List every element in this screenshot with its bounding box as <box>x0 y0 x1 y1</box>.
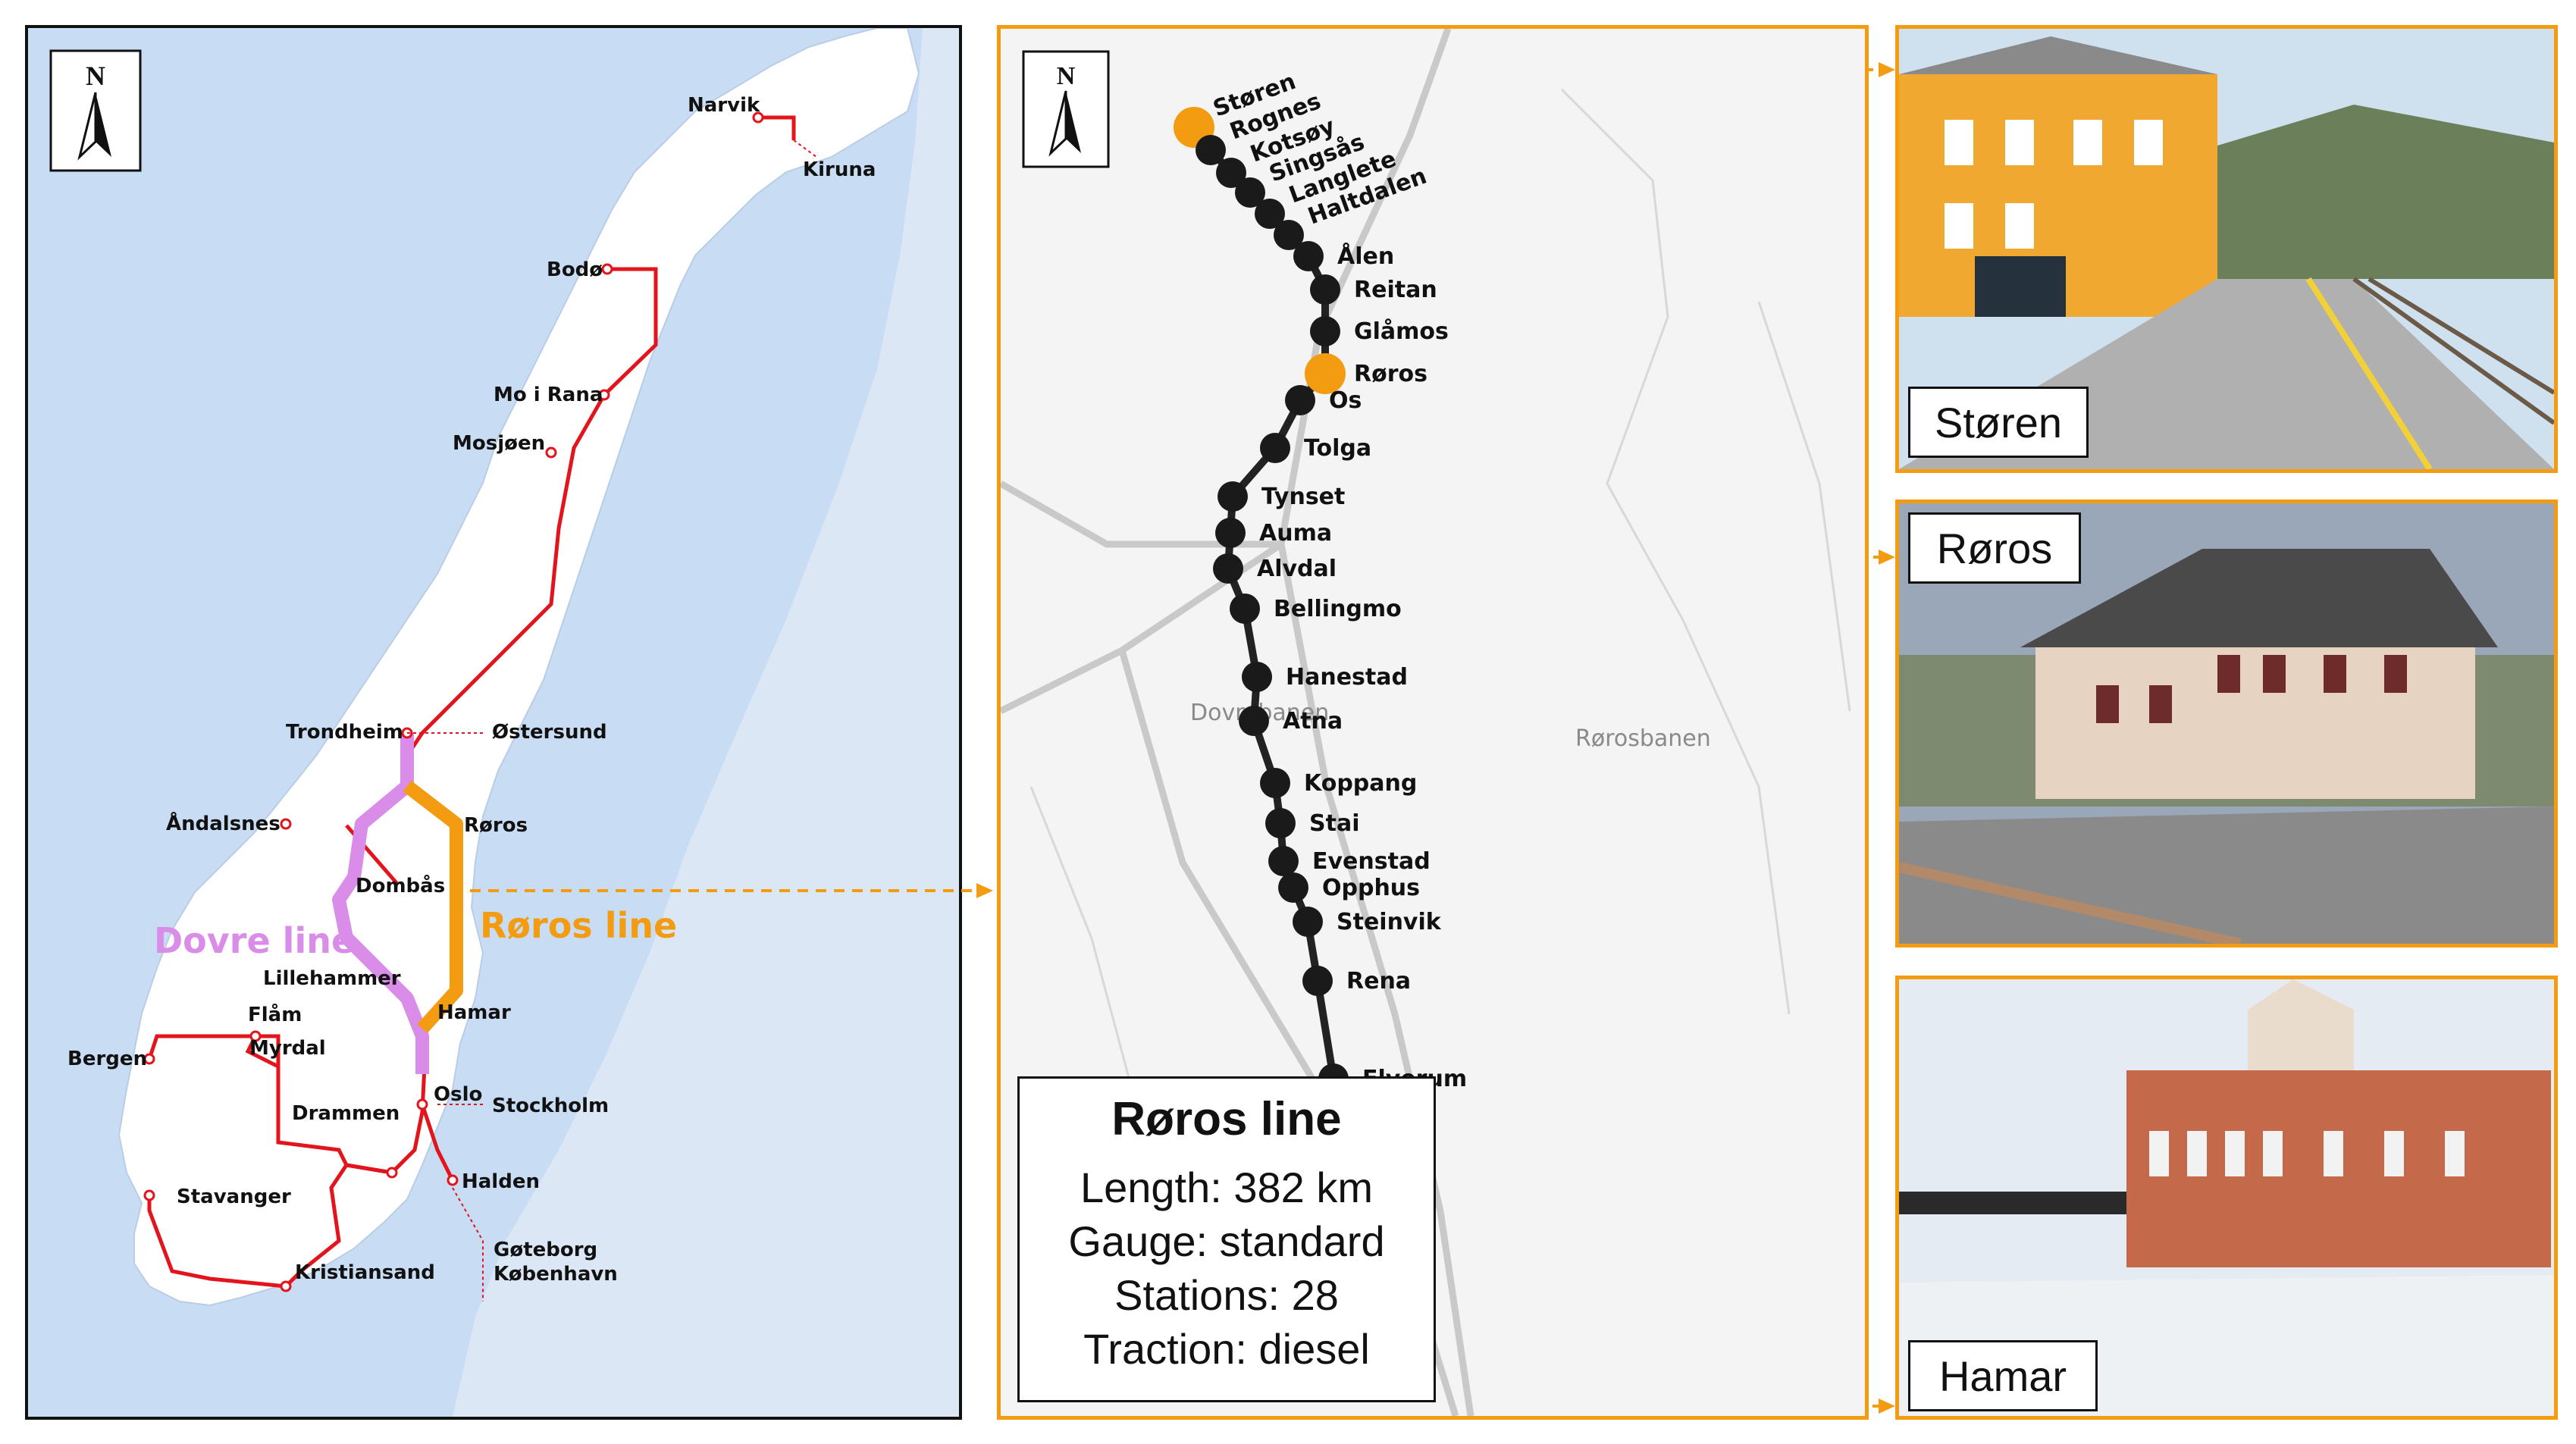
info-gauge: Gauge: standard <box>1068 1217 1385 1265</box>
city-dots <box>143 111 764 1292</box>
photo-caption-roros: Røros <box>1908 512 2081 584</box>
roros-station-image <box>1899 503 2554 944</box>
station-marker <box>1310 316 1340 346</box>
station-label: Tolga <box>1304 435 1371 462</box>
station-label: Glåmos <box>1354 318 1449 345</box>
station-marker <box>1215 518 1246 548</box>
station-label: Opphus <box>1322 875 1420 901</box>
city-label: Stavanger <box>177 1186 291 1208</box>
station-marker <box>1213 553 1243 584</box>
station-marker <box>1278 872 1308 903</box>
photo-roros: Røros <box>1895 500 2558 948</box>
city-label: Narvik <box>688 94 760 117</box>
station-label: Auma <box>1259 520 1332 547</box>
dovre-line <box>332 733 429 1074</box>
station-marker <box>1216 158 1246 188</box>
norway-map: N <box>49 28 959 1417</box>
station-marker <box>1285 385 1315 415</box>
station-marker <box>1260 768 1290 798</box>
station-marker <box>1235 177 1265 208</box>
station-label: Atna <box>1283 708 1343 735</box>
city-label: Åndalsnes <box>166 811 280 835</box>
city-labels: Narvik Kiruna Bodø Mo i Rana Mosjøen Tro… <box>67 94 876 1286</box>
roros-line <box>403 780 463 1034</box>
line-north-arrow: N <box>1022 50 1110 168</box>
station-label: Stai <box>1309 810 1359 837</box>
city-label: Gøteborg <box>494 1239 597 1261</box>
photo-storen: Støren <box>1895 25 2558 473</box>
city-label: Mo i Rana <box>494 384 603 406</box>
station-label: Bellingmo <box>1274 596 1402 622</box>
info-traction: Traction: diesel <box>1083 1325 1370 1373</box>
station-label: Alvdal <box>1257 556 1337 582</box>
station-label: Rena <box>1346 968 1411 995</box>
rail-network <box>147 115 796 1289</box>
info-box-title: Røros line <box>1111 1093 1342 1145</box>
photo-caption-hamar: Hamar <box>1908 1340 2098 1411</box>
station-label: Steinvik <box>1337 909 1442 935</box>
station-marker <box>1217 481 1248 512</box>
info-length: Length: 382 km <box>1080 1164 1374 1211</box>
dovre-line-label: Dovre line <box>154 920 355 961</box>
station-label: Tynset <box>1261 484 1345 510</box>
city-label: Drammen <box>292 1102 400 1125</box>
station-marker <box>1239 706 1269 736</box>
city-label: Flåm <box>248 1002 302 1026</box>
city-label: Myrdal <box>249 1037 326 1060</box>
city-label: Dombås <box>356 873 445 897</box>
station-label: Røros <box>1354 361 1427 387</box>
station-marker <box>1293 241 1324 271</box>
info-stations: Stations: 28 <box>1114 1271 1339 1319</box>
roros-line-label: Røros line <box>480 905 677 946</box>
city-label: Mosjøen <box>453 432 545 455</box>
storen-station-image <box>1899 29 2554 469</box>
city-label: Kristiansand <box>295 1261 435 1284</box>
station-markers: StørenRognesKotsøySingsåsLangleteHaltdal… <box>1174 68 1467 1203</box>
sweden-land <box>453 28 959 1417</box>
norway-land <box>118 28 920 1307</box>
station-marker <box>1274 220 1304 250</box>
svg-text:N: N <box>86 61 105 91</box>
station-label: Evenstad <box>1312 848 1431 875</box>
city-label: Stockholm <box>492 1095 609 1117</box>
city-label: Lillehammer <box>263 967 401 990</box>
svg-text:N: N <box>1057 62 1076 90</box>
station-label: Ålen <box>1337 242 1394 270</box>
city-label: Røros <box>464 814 528 837</box>
station-marker <box>1293 907 1323 937</box>
station-label: Reitan <box>1354 277 1437 303</box>
rorosbanen-label: Rørosbanen <box>1575 725 1711 752</box>
city-label: Bodø <box>547 258 603 281</box>
station-marker <box>1230 594 1260 624</box>
major-station-marker <box>1305 353 1346 394</box>
station-marker <box>1260 433 1290 463</box>
city-label: Kiruna <box>803 158 876 181</box>
abroad-connectors <box>407 139 817 1301</box>
station-marker <box>1196 135 1226 165</box>
photo-caption-storen: Støren <box>1908 387 2089 458</box>
station-label: Koppang <box>1304 770 1417 797</box>
info-box: Røros line Length: 382 km Gauge: standar… <box>1017 1076 1436 1402</box>
city-label: København <box>494 1263 618 1286</box>
station-marker <box>1255 199 1285 229</box>
station-marker <box>1302 966 1333 996</box>
line-detail-panel: N Dovrebanen Rørosbanen StørenRognesKots… <box>997 25 1869 1420</box>
city-label: Halden <box>462 1170 540 1193</box>
station-label: Os <box>1329 387 1362 414</box>
station-marker <box>1310 274 1340 305</box>
station-marker <box>1242 662 1272 692</box>
station-label: Hanestad <box>1286 664 1408 691</box>
station-marker <box>1265 808 1296 838</box>
city-label: Oslo <box>434 1083 482 1106</box>
photo-hamar: Hamar <box>1895 976 2558 1420</box>
norway-map-panel: N <box>25 25 962 1420</box>
north-arrow: N <box>49 49 142 172</box>
station-marker <box>1268 846 1299 876</box>
city-label: Trondheim <box>286 721 403 744</box>
city-label: Hamar <box>437 1001 511 1024</box>
city-label: Bergen <box>67 1048 147 1070</box>
city-label: Østersund <box>492 721 607 744</box>
